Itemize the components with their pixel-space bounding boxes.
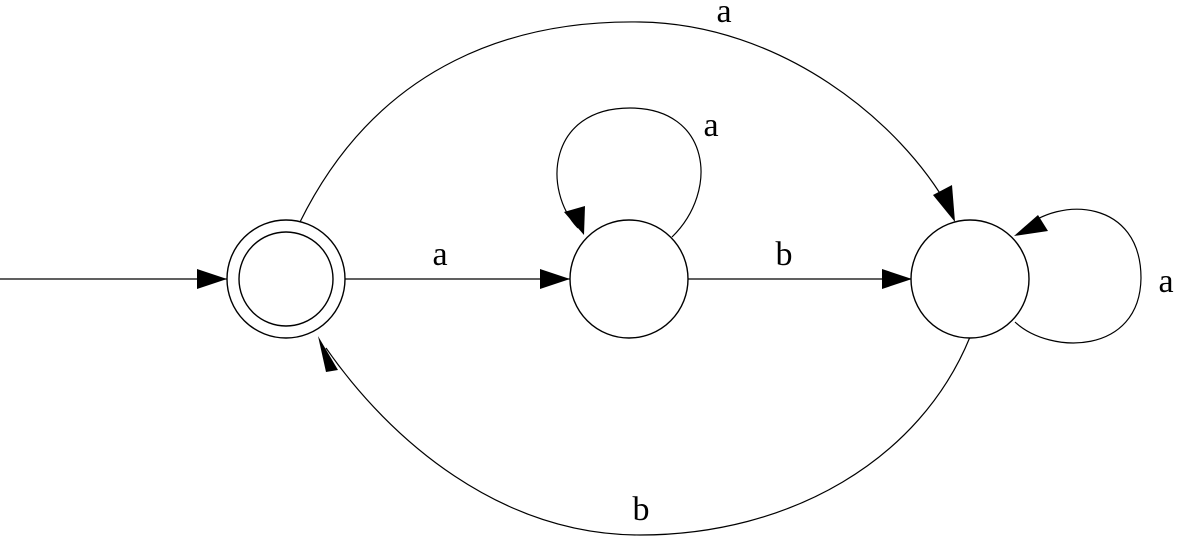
edge-q1-q2-label: b — [776, 236, 793, 273]
initial-arrowhead — [197, 269, 227, 289]
edge-q0-q2-arrowhead — [933, 185, 955, 222]
edge-q2-loop-arrowhead — [1014, 215, 1048, 236]
edge-q0-q1-arrowhead — [540, 269, 570, 289]
edge-q2-q0-arrowhead — [318, 336, 338, 372]
edge-q0-q2 — [299, 21, 951, 223]
edge-q0-q1-label: a — [432, 236, 447, 273]
edge-q1-loop-arrowhead — [564, 206, 585, 235]
edge-q1-loop — [556, 107, 702, 238]
edge-q1-q2-arrowhead — [882, 269, 912, 289]
edge-q2-q0-label: b — [633, 491, 650, 528]
edge-q2-loop — [1014, 208, 1142, 344]
edge-q0-q2-label: a — [716, 0, 731, 30]
state-q1 — [569, 219, 689, 339]
state-q0 — [226, 219, 346, 339]
edge-q2-q0 — [325, 336, 971, 536]
edge-q2-loop-label: a — [1158, 263, 1173, 300]
state-q2 — [910, 219, 1030, 339]
edge-q1-loop-label: a — [703, 107, 718, 144]
